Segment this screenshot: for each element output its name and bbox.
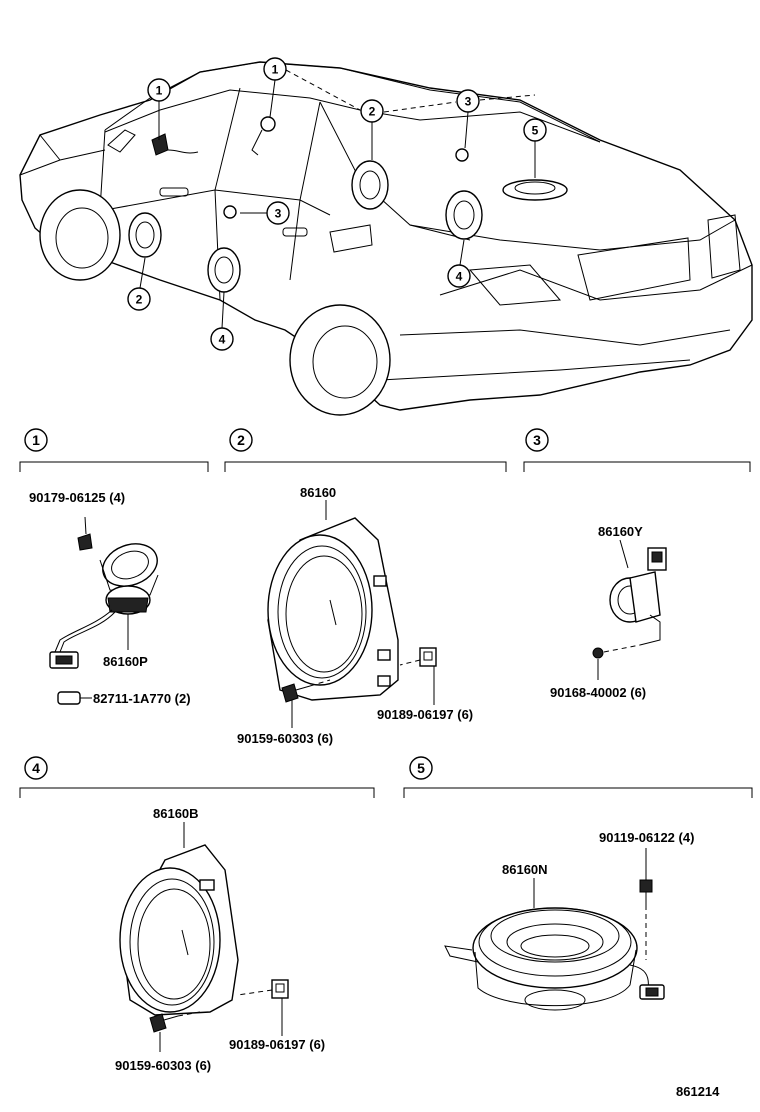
part-90189-06197-rear: 90189-06197 (6) — [229, 1037, 325, 1052]
diagram-code: 861214 — [676, 1084, 720, 1099]
tweeter-rear-drawing — [592, 539, 667, 680]
part-86160P: 86160P — [103, 654, 148, 669]
section-2-header: 2 — [224, 428, 507, 472]
callout-4b: 4 — [447, 264, 471, 288]
section-1-header: 1 — [19, 428, 209, 472]
svg-text:2: 2 — [369, 105, 376, 119]
car-illustration — [19, 61, 753, 416]
callout-1a: 1 — [147, 78, 171, 102]
svg-text:4: 4 — [456, 270, 463, 284]
part-86160N: 86160N — [502, 862, 548, 877]
callout-5a: 5 — [523, 118, 547, 142]
part-90159-60303-front: 90159-60303 (6) — [237, 731, 333, 746]
part-86160B: 86160B — [153, 806, 199, 821]
part-90159-60303-rear: 90159-60303 (6) — [115, 1058, 211, 1073]
svg-text:1: 1 — [32, 432, 40, 448]
svg-text:3: 3 — [275, 207, 282, 221]
svg-text:3: 3 — [465, 95, 472, 109]
part-90119-06122: 90119-06122 (4) — [599, 830, 694, 845]
svg-text:4: 4 — [32, 760, 40, 776]
callout-2a: 2 — [360, 99, 384, 123]
svg-text:4: 4 — [219, 333, 226, 347]
section-4-header: 4 — [19, 756, 375, 798]
rear-door-speaker-drawing — [119, 822, 289, 1052]
svg-text:5: 5 — [532, 124, 539, 138]
section-3-header: 3 — [523, 428, 751, 472]
svg-text:1: 1 — [156, 84, 163, 98]
rear-deck-speaker-drawing — [444, 848, 665, 1011]
part-90168-40002: 90168-40002 (6) — [550, 685, 646, 700]
svg-text:1: 1 — [272, 63, 279, 77]
callout-3b: 3 — [266, 201, 290, 225]
callout-2b: 2 — [127, 287, 151, 311]
svg-text:5: 5 — [417, 760, 425, 776]
svg-text:2: 2 — [136, 293, 143, 307]
callout-3a: 3 — [456, 89, 480, 113]
tweeter-front-drawing — [49, 516, 159, 705]
part-86160Y: 86160Y — [598, 524, 643, 539]
front-door-speaker-drawing — [267, 500, 437, 728]
part-82711-1A770: 82711-1A770 (2) — [93, 691, 191, 706]
callout-1b: 1 — [263, 57, 287, 81]
callout-4a: 4 — [210, 327, 234, 351]
part-86160: 86160 — [300, 485, 336, 500]
svg-text:2: 2 — [237, 432, 245, 448]
part-90189-06197-front: 90189-06197 (6) — [377, 707, 473, 722]
svg-text:3: 3 — [533, 432, 541, 448]
part-90179-06125: 90179-06125 (4) — [29, 490, 125, 505]
section-5-header: 5 — [403, 756, 753, 798]
